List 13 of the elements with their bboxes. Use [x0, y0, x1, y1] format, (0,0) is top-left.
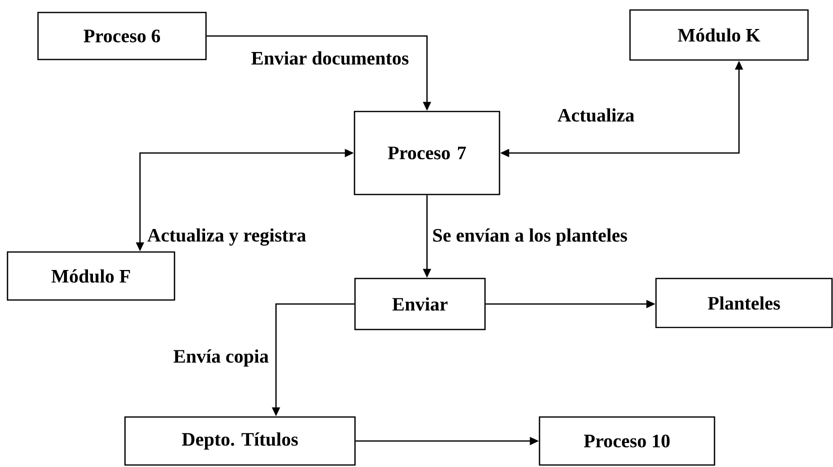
edge-label: Se envían a los planteles	[431, 227, 628, 247]
process-box: Enviar	[354, 278, 486, 330]
process-box: Módulo F	[6, 251, 176, 301]
process-box: Proceso 7	[354, 110, 500, 196]
process-box: Proceso 6	[37, 12, 207, 60]
edge-label: Envía copia	[172, 348, 270, 368]
process-box: Depto. Títulos	[124, 416, 356, 466]
edge-label: Enviar documentos	[250, 50, 410, 66]
edge-label: Actualiza y registra	[146, 227, 308, 247]
process-box: Proceso 10	[538, 416, 716, 466]
edge-label: Actualiza	[556, 107, 636, 123]
process-box: Planteles	[655, 278, 833, 328]
process-box: Módulo K	[629, 9, 809, 61]
